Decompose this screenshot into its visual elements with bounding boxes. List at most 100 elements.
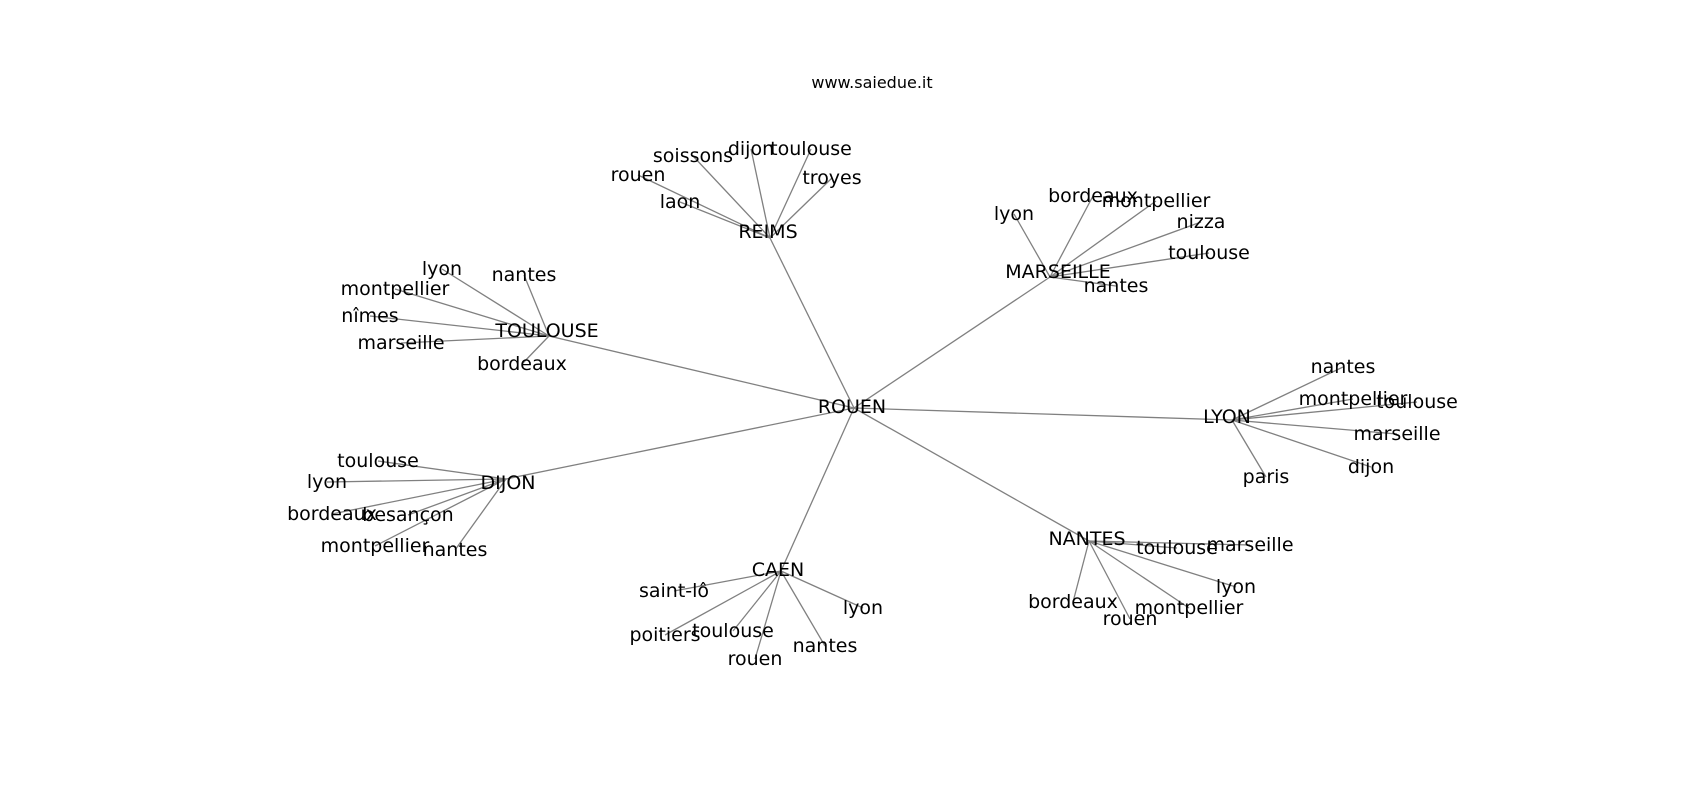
edge-nantes-4 — [1088, 540, 1190, 609]
leaf-node-nantes-4: montpellier — [1135, 597, 1244, 619]
edge-caen-3 — [664, 570, 782, 636]
leaf-node-marseille-2: lyon — [994, 203, 1034, 225]
edge-dijon-4 — [374, 478, 507, 547]
leaf-node-dijon-0: toulouse — [337, 450, 419, 472]
leaf-node-nantes-3: bordeaux — [1028, 591, 1118, 613]
leaf-node-nantes-0: marseille — [1206, 534, 1293, 556]
leaf-node-dijon-1: lyon — [307, 471, 347, 493]
leaf-node-marseille-4: toulouse — [1168, 242, 1250, 264]
leaf-node-caen-1: lyon — [843, 597, 883, 619]
edge-root-reims — [769, 237, 855, 409]
edge-marseille-1 — [1049, 200, 1157, 278]
hub-node-nantes: NANTES — [1048, 528, 1125, 550]
edge-caen-2 — [732, 570, 782, 632]
leaf-node-nantes-1: toulouse — [1136, 537, 1218, 559]
edge-marseille-3 — [1049, 221, 1202, 278]
leaf-node-caen-2: toulouse — [692, 620, 774, 642]
edge-root-toulouse — [548, 335, 855, 409]
edge-dijon-1 — [326, 478, 507, 483]
leaf-node-marseille-1: montpellier — [1102, 190, 1211, 212]
edge-dijon-5 — [454, 478, 507, 551]
leaf-node-toulouse-2: montpellier — [341, 278, 450, 300]
leaf-node-marseille-5: nantes — [1084, 275, 1149, 297]
leaf-node-caen-5: rouen — [728, 648, 783, 670]
leaf-node-toulouse-3: nîmes — [341, 305, 398, 327]
hub-node-toulouse: TOULOUSE — [494, 320, 598, 342]
hub-node-caen: CAEN — [752, 559, 804, 581]
edge-lyon-4 — [1231, 419, 1372, 468]
edge-toulouse-5 — [521, 335, 550, 365]
edge-marseille-4 — [1049, 252, 1210, 278]
edge-root-dijon — [505, 407, 855, 480]
hub-node-reims: REIMS — [738, 221, 797, 243]
leaf-node-reims-1: dijon — [728, 138, 774, 160]
leaf-node-reims-5: laon — [660, 191, 701, 213]
leaf-node-lyon-5: paris — [1243, 466, 1290, 488]
leaf-node-dijon-3: besançon — [362, 504, 453, 526]
leaf-node-dijon-2: bordeaux — [287, 503, 377, 525]
leaf-node-lyon-2: toulouse — [1376, 391, 1458, 413]
edges-layer — [326, 148, 1418, 660]
edge-caen-5 — [754, 570, 782, 660]
leaf-node-toulouse-1: nantes — [492, 264, 557, 286]
edge-lyon-1 — [1231, 398, 1354, 421]
edge-marseille-5 — [1049, 276, 1117, 287]
edge-toulouse-1 — [523, 274, 550, 337]
edge-reims-4 — [769, 177, 833, 239]
leaf-node-nantes-2: lyon — [1216, 576, 1256, 598]
leaf-node-caen-4: nantes — [793, 635, 858, 657]
edge-reims-5 — [679, 201, 771, 239]
edge-caen-4 — [780, 570, 826, 647]
leaf-node-marseille-3: nizza — [1177, 211, 1226, 233]
edge-marseille-2 — [1013, 213, 1051, 278]
edge-lyon-0 — [1231, 366, 1344, 421]
leaf-node-reims-4: troyes — [802, 167, 861, 189]
leaf-node-reims-0: soissons — [653, 145, 733, 167]
leaf-node-nantes-5: rouen — [1103, 608, 1158, 630]
edge-root-caen — [780, 407, 855, 572]
leaf-node-reims-2: toulouse — [770, 138, 852, 160]
edge-toulouse-0 — [441, 268, 550, 337]
leaf-node-toulouse-5: bordeaux — [477, 353, 567, 375]
edge-reims-2 — [769, 148, 812, 239]
edge-toulouse-2 — [394, 288, 550, 337]
hub-node-dijon: DIJON — [480, 472, 535, 494]
leaf-node-lyon-3: marseille — [1353, 423, 1440, 445]
leaf-node-toulouse-0: lyon — [422, 258, 462, 280]
edge-toulouse-4 — [400, 335, 550, 344]
edge-nantes-2 — [1088, 540, 1237, 588]
leaf-node-dijon-5: nantes — [423, 539, 488, 561]
page-title: www.saiedue.it — [811, 73, 932, 92]
root-node-label: ROUEN — [818, 396, 886, 418]
edge-toulouse-3 — [369, 315, 550, 337]
edge-dijon-2 — [331, 478, 507, 515]
edge-lyon-3 — [1231, 419, 1398, 435]
edge-reims-3 — [637, 174, 771, 239]
edge-nantes-3 — [1072, 540, 1090, 603]
edge-marseille-0 — [1049, 195, 1094, 278]
edge-nantes-5 — [1088, 540, 1131, 620]
hub-node-lyon: LYON — [1203, 406, 1251, 428]
edge-dijon-0 — [377, 460, 507, 480]
edge-reims-1 — [750, 148, 771, 239]
leaf-node-dijon-4: montpellier — [321, 535, 430, 557]
edge-reims-0 — [692, 155, 771, 239]
leaf-node-lyon-0: nantes — [1311, 356, 1376, 378]
edge-caen-1 — [780, 570, 864, 609]
leaf-node-lyon-1: montpellier — [1299, 388, 1408, 410]
leaf-node-caen-3: poitiers — [629, 624, 700, 646]
edge-dijon-3 — [407, 478, 507, 516]
leaf-node-marseille-0: bordeaux — [1048, 185, 1138, 207]
edge-caen-0 — [673, 570, 782, 592]
edge-root-marseille — [853, 276, 1051, 409]
hub-node-marseille: MARSEILLE — [1005, 261, 1110, 283]
edge-lyon-2 — [1231, 401, 1418, 421]
edge-lyon-5 — [1231, 419, 1267, 478]
leaf-node-lyon-4: dijon — [1348, 456, 1394, 478]
leaf-node-reims-3: rouen — [611, 164, 666, 186]
leaf-node-caen-0: saint-lô — [639, 580, 709, 602]
edge-nantes-0 — [1088, 540, 1251, 546]
edge-root-nantes — [853, 407, 1090, 542]
